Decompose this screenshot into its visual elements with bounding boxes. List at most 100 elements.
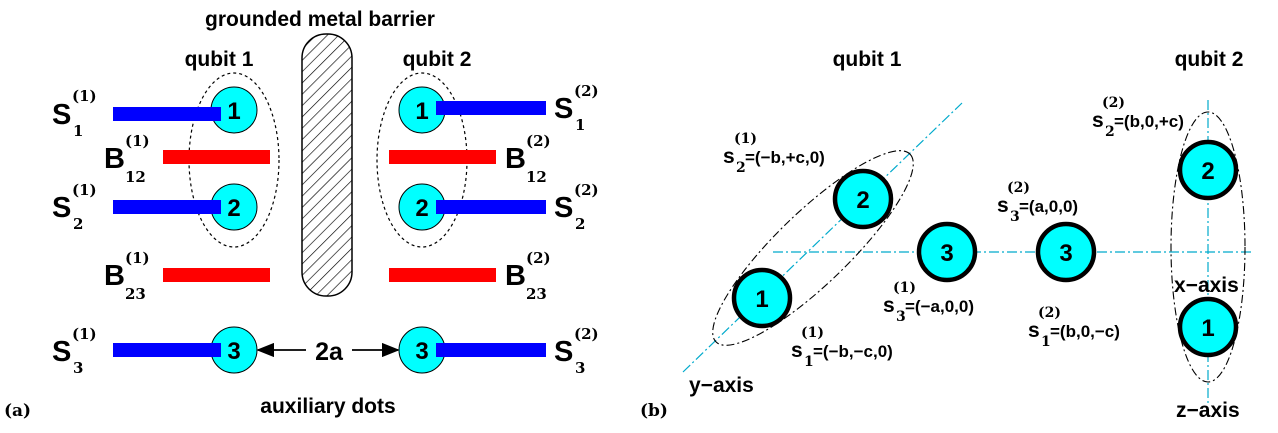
qubit2-title-b: qubit 2 bbox=[1175, 48, 1244, 71]
gate-b12-q1 bbox=[163, 150, 270, 164]
svg-text:2: 2 bbox=[415, 195, 428, 222]
svg-text:2: 2 bbox=[227, 195, 240, 222]
svg-text:(2): (2) bbox=[574, 325, 599, 343]
svg-text:(1): (1) bbox=[893, 280, 916, 296]
label-b12-q2: B (2) 12 bbox=[505, 132, 551, 186]
svg-text:(1): (1) bbox=[72, 181, 97, 199]
svg-text:(1): (1) bbox=[72, 87, 97, 105]
svg-text:3: 3 bbox=[73, 359, 83, 377]
svg-text:=(−b,−c,0): =(−b,−c,0) bbox=[813, 342, 893, 361]
svg-text:(2): (2) bbox=[526, 132, 551, 150]
label-b12-q1: B (1) 12 bbox=[104, 132, 150, 186]
svg-text:=(b,0,+c): =(b,0,+c) bbox=[1114, 112, 1184, 131]
svg-text:S: S bbox=[52, 336, 71, 368]
dot-b-q2-3: 3 bbox=[1035, 221, 1097, 283]
svg-text:=(−b,+c,0): =(−b,+c,0) bbox=[745, 148, 825, 167]
panel-a: grounded metal barrier qubit 1 qubit 2 1… bbox=[4, 8, 599, 421]
svg-text:1: 1 bbox=[1201, 315, 1214, 342]
gate-s2-q1 bbox=[113, 200, 221, 214]
gate-b23-q2 bbox=[389, 268, 496, 282]
coord-s1-q1: s (1) 1 =(−b,−c,0) bbox=[791, 325, 893, 370]
svg-text:3: 3 bbox=[1010, 209, 1020, 225]
svg-text:s: s bbox=[997, 194, 1009, 217]
svg-text:(1): (1) bbox=[734, 131, 757, 147]
svg-text:=(b,0,−c): =(b,0,−c) bbox=[1050, 322, 1120, 341]
svg-text:1: 1 bbox=[804, 354, 814, 370]
gate-s3-q1 bbox=[113, 343, 221, 357]
label-s1-q2: S (2) 1 bbox=[554, 82, 599, 134]
svg-text:3: 3 bbox=[896, 309, 906, 325]
svg-text:1: 1 bbox=[575, 116, 585, 134]
gate-s2-q2 bbox=[436, 200, 546, 214]
label-s1-q1: S (1) 1 bbox=[52, 87, 97, 140]
svg-text:1: 1 bbox=[1041, 334, 1051, 350]
panel-b-label: (b) bbox=[640, 401, 668, 421]
svg-text:=(a,0,0): =(a,0,0) bbox=[1019, 197, 1078, 216]
label-s3-q1: S (1) 3 bbox=[52, 325, 97, 377]
qubit1-title-b: qubit 1 bbox=[833, 48, 902, 71]
qubit1-enclosure-b bbox=[712, 150, 914, 346]
svg-text:3: 3 bbox=[575, 359, 585, 377]
svg-text:(2): (2) bbox=[1038, 305, 1061, 321]
svg-text:2: 2 bbox=[736, 160, 746, 176]
dot-b-q1-2: 2 bbox=[832, 168, 894, 230]
svg-text:B: B bbox=[505, 260, 526, 292]
dot-b-q1-1: 1 bbox=[731, 267, 793, 329]
coord-s2-q2: s (2) 2 =(b,0,+c) bbox=[1092, 95, 1184, 140]
svg-text:12: 12 bbox=[125, 168, 146, 186]
metal-barrier bbox=[301, 33, 353, 297]
label-s3-q2: S (2) 3 bbox=[554, 325, 599, 377]
dot-b-q1-3: 3 bbox=[916, 221, 978, 283]
svg-text:s: s bbox=[883, 294, 895, 317]
label-b23-q1: B (1) 23 bbox=[104, 249, 150, 303]
panel-a-label: (a) bbox=[4, 401, 31, 421]
svg-text:s: s bbox=[1028, 319, 1040, 342]
svg-text:(2): (2) bbox=[526, 249, 551, 267]
svg-text:3: 3 bbox=[1059, 240, 1072, 267]
svg-text:(2): (2) bbox=[1007, 180, 1030, 196]
svg-text:=(−a,0,0): =(−a,0,0) bbox=[905, 297, 974, 316]
svg-text:(1): (1) bbox=[72, 325, 97, 343]
svg-text:2: 2 bbox=[1201, 158, 1214, 185]
svg-text:1: 1 bbox=[227, 98, 240, 125]
qubit2-enclosure-b bbox=[1170, 111, 1246, 383]
aux-dots-title: auxiliary dots bbox=[260, 395, 395, 418]
svg-text:(2): (2) bbox=[574, 82, 599, 100]
svg-text:B: B bbox=[104, 260, 125, 292]
x-axis-label: x−axis bbox=[1174, 274, 1239, 297]
svg-text:(2): (2) bbox=[574, 181, 599, 199]
svg-text:2: 2 bbox=[73, 215, 83, 233]
svg-text:B: B bbox=[505, 143, 526, 175]
svg-text:3: 3 bbox=[940, 240, 953, 267]
qubit2-title: qubit 2 bbox=[403, 48, 472, 71]
gate-s3-q2 bbox=[436, 343, 546, 357]
svg-text:2: 2 bbox=[575, 215, 585, 233]
distance-label: 2a bbox=[315, 338, 344, 366]
svg-text:S: S bbox=[554, 192, 573, 224]
dot-b-q2-1: 1 bbox=[1177, 296, 1239, 358]
svg-text:S: S bbox=[554, 336, 573, 368]
coord-s2-q1: s (1) 2 =(−b,+c,0) bbox=[723, 131, 825, 176]
svg-text:S: S bbox=[52, 99, 71, 131]
svg-text:s: s bbox=[723, 145, 735, 168]
svg-text:3: 3 bbox=[415, 338, 428, 365]
qubit1-title: qubit 1 bbox=[185, 48, 254, 71]
svg-text:23: 23 bbox=[125, 285, 146, 303]
y-axis-line bbox=[682, 102, 963, 373]
dot-q1-1: 1 bbox=[210, 86, 258, 134]
svg-text:s: s bbox=[1092, 109, 1104, 132]
svg-text:1: 1 bbox=[755, 286, 768, 313]
svg-text:(2): (2) bbox=[1102, 95, 1125, 111]
svg-text:s: s bbox=[791, 339, 803, 362]
svg-text:23: 23 bbox=[526, 285, 547, 303]
gate-s1-q2 bbox=[436, 101, 546, 115]
svg-text:12: 12 bbox=[526, 168, 547, 186]
coord-s3-q1: s (1) 3 =(−a,0,0) bbox=[883, 280, 974, 325]
label-s2-q2: S (2) 2 bbox=[554, 181, 599, 233]
svg-text:1: 1 bbox=[73, 122, 83, 140]
svg-text:(1): (1) bbox=[125, 249, 150, 267]
svg-text:3: 3 bbox=[227, 338, 240, 365]
gate-b23-q1 bbox=[163, 268, 270, 282]
coord-s3-q2: s (2) 3 =(a,0,0) bbox=[997, 180, 1078, 225]
